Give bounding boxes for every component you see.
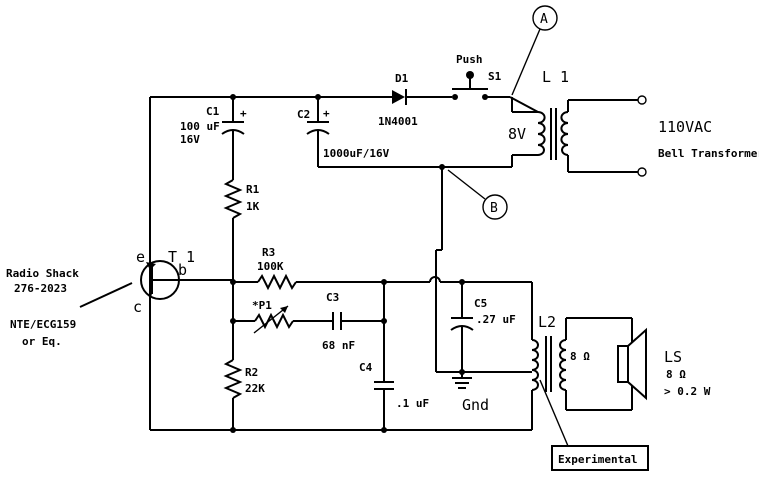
t1-label: T 1 (168, 248, 195, 266)
t1-emitter-label: e (136, 248, 145, 266)
note-line2: 276-2023 (14, 282, 67, 295)
bottom-rail-wire (150, 390, 533, 431)
ls-power: > 0.2 W (664, 385, 711, 398)
r3-label: R3 (262, 246, 275, 259)
resistor-r3 (233, 273, 532, 291)
bell-transformer-label: Bell Transformer (658, 147, 759, 160)
note-line4: or Eq. (22, 335, 62, 348)
ls-label: LS (664, 348, 682, 366)
transistor-t1 (140, 260, 233, 300)
c5-value: .27 uF (476, 313, 516, 326)
capacitor-c1 (221, 94, 245, 180)
capacitor-c5 (450, 279, 474, 389)
c3-value: 68 nF (322, 339, 355, 352)
l2-label: L2 (538, 313, 556, 331)
l2-impedance: 8 Ω (570, 350, 590, 363)
push-switch-s1 (452, 71, 539, 113)
resistor-r1 (223, 179, 243, 285)
switch-ref-label: S1 (488, 70, 502, 83)
transformer-l1 (511, 95, 647, 177)
speaker-icon (617, 327, 647, 401)
note-line1: Radio Shack (6, 267, 79, 280)
note-line3: NTE/ECG159 (10, 318, 76, 331)
l1-secondary-label: 8V (508, 125, 526, 143)
marker-b-label: B (490, 201, 498, 216)
switch-push-label: Push (456, 53, 483, 66)
ls-impedance: 8 Ω (666, 368, 686, 381)
d1-part-label: 1N4001 (378, 115, 418, 128)
potentiometer-p1 (230, 305, 333, 334)
c5-label: C5 (474, 297, 487, 310)
t1-collector-label: c (133, 298, 142, 316)
c2-label: C2 (297, 108, 310, 121)
mains-voltage-label: 110VAC (658, 118, 712, 136)
r1-label: R1 (246, 183, 260, 196)
c2-value: 1000uF/16V (323, 147, 390, 160)
diode-d1 (392, 89, 452, 105)
marker-a (511, 5, 558, 96)
marker-a-label: A (540, 12, 548, 27)
r1-value: 1K (246, 200, 260, 213)
r2-label: R2 (245, 366, 258, 379)
transistor-note: Radio Shack 276-2023 NTE/ECG159 or Eq. (6, 267, 133, 348)
capacitor-c3 (332, 312, 387, 330)
r3-value: 100K (257, 260, 284, 273)
c3-label: C3 (326, 291, 339, 304)
experimental-label: Experimental (558, 453, 637, 466)
transformer-l2 (531, 282, 633, 411)
capacitor-c2 (306, 94, 512, 168)
t1-base-label: b (178, 261, 187, 279)
experimental-callout (539, 379, 649, 471)
c4-label: C4 (359, 361, 373, 374)
c1-voltage: 16V (180, 133, 200, 146)
c4-value: .1 uF (396, 397, 429, 410)
gnd-label: Gnd (462, 396, 489, 414)
d1-label: D1 (395, 72, 409, 85)
capacitor-c4 (374, 282, 394, 433)
r2-value: 22K (245, 382, 265, 395)
resistor-r2 (223, 282, 243, 433)
c2-polarity: + (323, 107, 330, 120)
c1-value: 100 uF (180, 120, 220, 133)
p1-label: *P1 (252, 299, 272, 312)
l1-label: L 1 (542, 68, 569, 86)
c1-label: C1 (206, 105, 220, 118)
c1-polarity: + (240, 107, 247, 120)
ground-return-wire (435, 167, 532, 373)
